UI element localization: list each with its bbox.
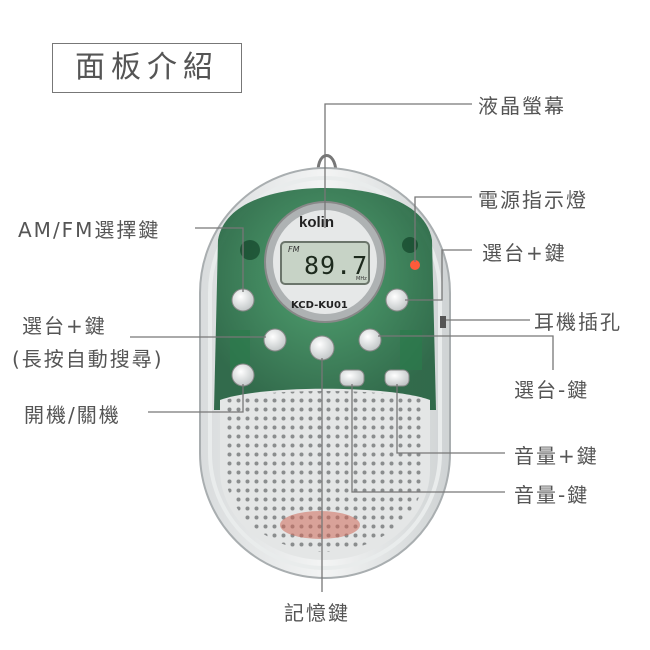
label-power-switch: 開機/關機 [24,403,121,427]
model-number: KCD-KU01 [291,300,348,311]
line-power-switch [148,384,244,413]
tune-up-left-button-shape [263,328,287,352]
label-lcd-screen: 液晶螢幕 [478,94,566,118]
lcd-unit: MHz [356,276,367,282]
line-lcd [324,103,472,228]
label-am-fm-select: AM/FM選擇鍵 [18,218,161,242]
label-earphone-jack: 耳機插孔 [534,310,622,334]
label-tune-up-right: 選台+鍵 [482,241,567,265]
tune-down-button-shape [358,328,382,352]
speaker-grille [225,391,425,552]
label-power-indicator: 電源指示燈 [478,188,588,212]
lcd-screen [280,241,370,285]
earphone-jack-shape [440,316,446,328]
lcd-frequency: 89.7 [304,251,369,280]
label-tune-up-left-1: 選台+鍵 [22,314,107,338]
line-tune-down [378,335,554,370]
power-led [410,260,420,270]
label-volume-down: 音量-鍵 [514,483,590,507]
panel-title: 面板介紹 [52,43,242,93]
line-tune-up-right [405,249,472,301]
line-volume-up [396,384,505,454]
lcd-band: FM [288,245,300,254]
label-memory: 記憶鍵 [284,601,350,625]
label-tune-up-left-2: (長按自動搜尋) [12,347,164,371]
label-tune-down: 選台-鍵 [514,378,590,402]
line-power-led [414,196,472,262]
label-volume-up: 音量+鍵 [514,444,599,468]
line-am-fm [195,227,244,292]
line-volume-down [351,384,505,493]
